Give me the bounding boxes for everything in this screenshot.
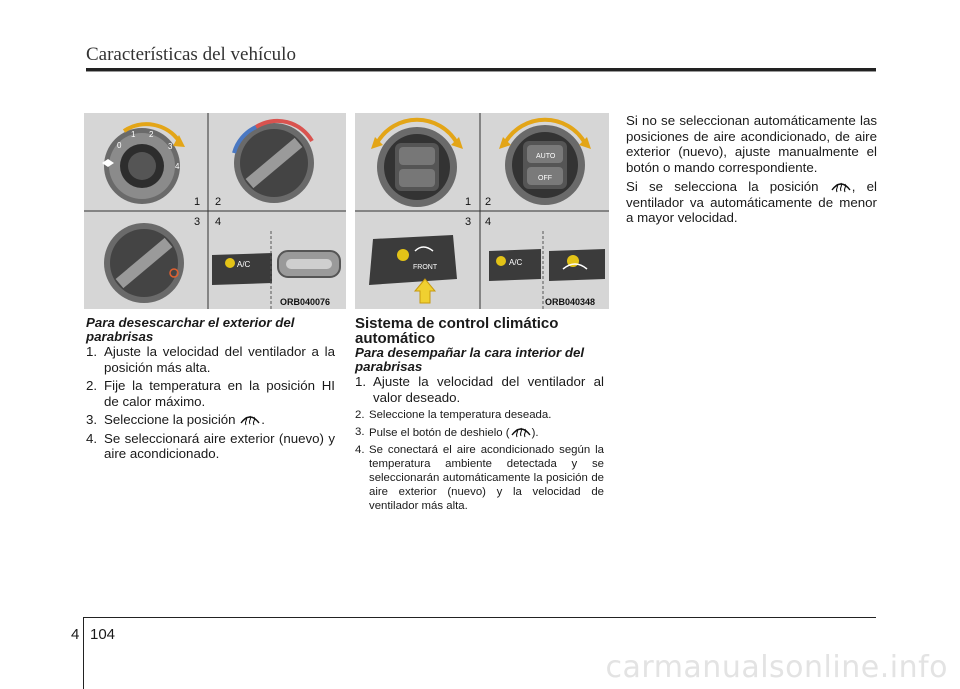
list-item: 4. Se seleccionará aire exterior (nuevo)… <box>86 430 335 462</box>
svg-text:A/C: A/C <box>509 258 523 267</box>
figure-label-4: 4 <box>485 216 491 228</box>
figure-label-4: 4 <box>215 216 221 228</box>
list-item: 3. Seleccione la posición . <box>86 412 265 427</box>
list-item: 2. Fije la temperatura en la posición HI… <box>86 378 335 409</box>
knob-number-1: 1 <box>131 130 136 139</box>
figure-label-2: 2 <box>215 196 221 208</box>
column-right: Si no se seleccionan automáticamente las… <box>626 113 877 226</box>
defrost-icon <box>831 182 851 193</box>
paragraph: Si se selecciona la posición , el ventil… <box>626 179 877 225</box>
figure-label-3: 3 <box>194 216 200 228</box>
list-item: 4. Se conectará el aire acondicionado se… <box>355 444 604 512</box>
figure-label-1: 1 <box>194 196 200 208</box>
list-item: 2. Seleccione la temperatura deseada. <box>355 409 552 421</box>
figure-label-1: 1 <box>465 196 471 208</box>
page-title: Características del vehículo <box>86 44 296 65</box>
header-rule-secondary <box>86 71 876 72</box>
section-subtitle: Para desempañar la cara interior del par… <box>355 345 585 374</box>
column-middle: Sistema de control climático automático … <box>355 316 604 516</box>
auto-ac-button-graphic: A/C <box>489 249 541 281</box>
header-rule <box>86 68 876 71</box>
temperature-knob <box>232 118 314 203</box>
fan-speed-knob <box>102 122 185 204</box>
chapter-number: 4 <box>71 626 80 643</box>
footer-divider <box>83 618 84 689</box>
svg-text:A/C: A/C <box>237 260 251 269</box>
figure-automatic-controls: AUTO OFF 1 2 3 4 FRONT A/C ORB040348 <box>355 113 609 309</box>
figure-manual-controls: 0 1 2 3 4 1 2 3 4 A/C <box>84 113 346 309</box>
list-item: 3. Pulse el botón de deshielo ( ). <box>355 426 539 439</box>
column-left: Para desescarchar el exterior del parabr… <box>86 316 335 465</box>
auto-recirc-button-graphic <box>549 249 605 281</box>
figure-label-2: 2 <box>485 196 491 208</box>
page-number: 104 <box>90 626 116 643</box>
figure-code: ORB040076 <box>280 297 331 307</box>
auto-temp-knob: AUTO OFF <box>499 117 591 205</box>
knob-number-3: 3 <box>168 142 173 151</box>
mode-knob <box>104 223 184 303</box>
front-defrost-button-graphic: FRONT <box>369 235 457 304</box>
defrost-icon <box>240 415 260 426</box>
auto-label: AUTO <box>536 153 556 160</box>
ac-button-graphic: A/C <box>212 253 272 285</box>
figure-code: ORB040348 <box>545 297 596 307</box>
knob-number-2: 2 <box>149 130 154 139</box>
section-heading: Sistema de control climático automático <box>355 315 559 347</box>
off-label: OFF <box>538 175 552 182</box>
figure-label-3: 3 <box>465 216 471 228</box>
svg-text:FRONT: FRONT <box>413 264 438 271</box>
defrost-icon <box>511 427 531 438</box>
list-item: 1. Ajuste la velocidad del ventilador al… <box>355 374 604 405</box>
footer-rule <box>83 617 876 618</box>
section-subtitle: Para desescarchar el exterior del parabr… <box>86 315 295 344</box>
list-item: 1. Ajuste la velocidad del ventilador a … <box>86 344 335 375</box>
recirculation-button-graphic <box>277 250 341 278</box>
knob-number-4: 4 <box>175 162 180 171</box>
paragraph: Si no se seleccionan automáticamente las… <box>626 113 877 175</box>
auto-fan-knob <box>371 117 463 207</box>
watermark: carmanualsonline.info <box>605 650 948 685</box>
knob-number-0: 0 <box>117 141 122 150</box>
